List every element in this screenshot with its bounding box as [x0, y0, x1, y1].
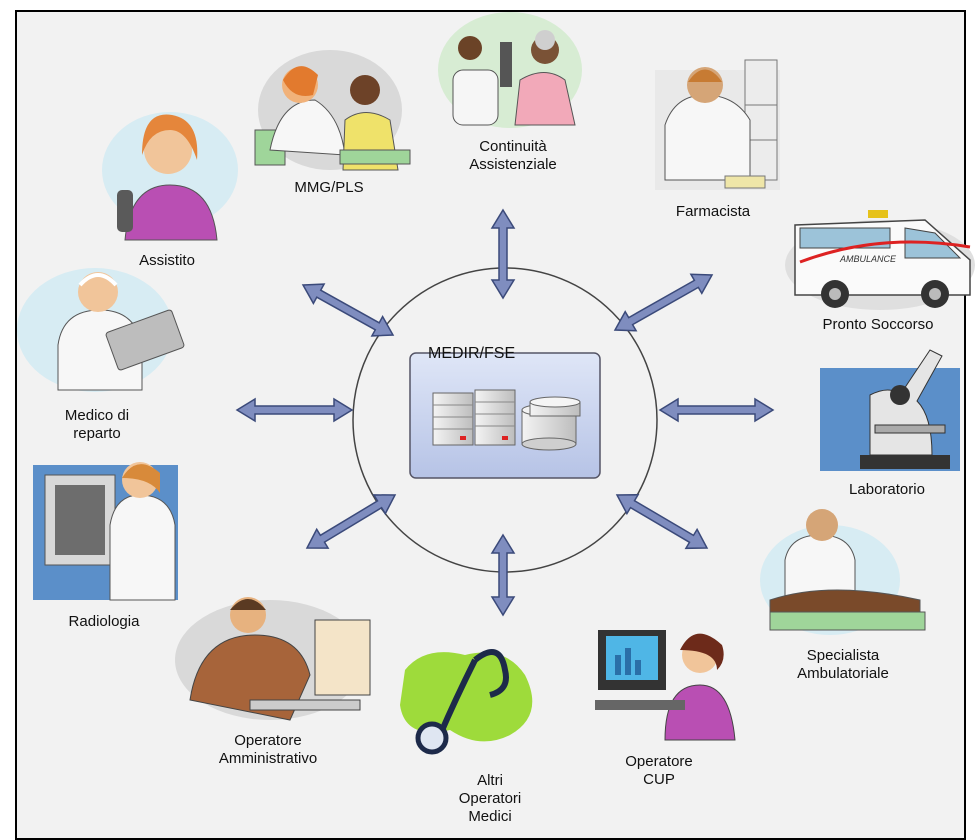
arrow-altri-operatori	[490, 533, 516, 617]
label-mmg: MMG/PLS	[294, 179, 363, 196]
arrow-assistito	[301, 283, 395, 337]
ambulance-text: AMBULANCE	[839, 254, 897, 264]
operatore-cup-illustration	[595, 630, 736, 741]
label-assistito: Assistito	[139, 252, 195, 269]
operatore-amm-illustration	[175, 597, 371, 721]
arrow-laboratorio	[658, 397, 775, 423]
arrow-radiologia	[305, 494, 397, 549]
label-radiologia: Radiologia	[69, 613, 141, 630]
arrows-group	[235, 208, 775, 617]
arrow-farmacista	[613, 273, 714, 332]
server-icon	[432, 389, 516, 446]
farmacista-illustration	[655, 59, 780, 190]
specialista-illustration	[760, 509, 926, 635]
altri-operatori-illustration	[400, 649, 533, 755]
arrow-continuita	[490, 208, 516, 300]
assistito-illustration	[102, 112, 238, 241]
label-pronto-soccorso: Pronto Soccorso	[823, 316, 934, 333]
continuita-illustration	[438, 12, 582, 128]
mmg-illustration	[254, 50, 411, 171]
arrow-medico-reparto	[235, 397, 354, 423]
database-icon	[521, 396, 581, 451]
label-farmacista: Farmacista	[676, 203, 751, 220]
medico-reparto-illustration	[17, 268, 185, 392]
radiologia-illustration	[33, 462, 178, 601]
label-laboratorio: Laboratorio	[849, 481, 925, 498]
arrow-specialista	[615, 493, 709, 550]
ambulance-illustration: AMBULANCE	[785, 210, 975, 310]
laboratorio-illustration	[820, 349, 960, 471]
hub-title: MEDIR/FSE	[428, 345, 515, 362]
